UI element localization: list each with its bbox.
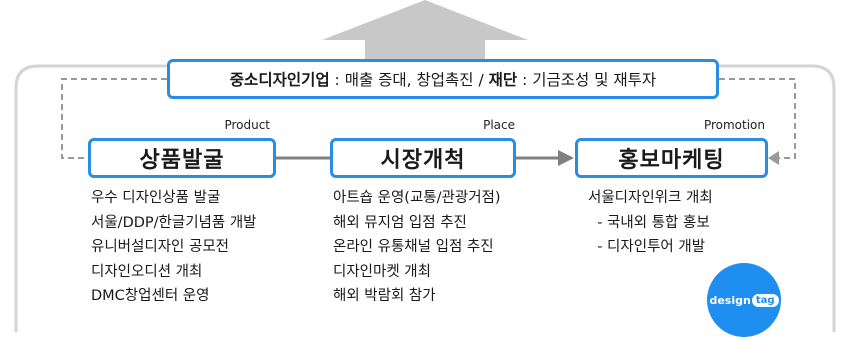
goal-foundation-text: : 기금조성 및 재투자 bbox=[517, 71, 657, 89]
list-item: 아트숍 운영(교통/관광거점) bbox=[333, 190, 501, 206]
goal-box: 중소디자인기업 : 매출 증대, 창업촉진 / 재단 : 기금조성 및 재투자 bbox=[167, 59, 719, 99]
list-item: 디자인마켓 개최 bbox=[333, 263, 431, 280]
stage-label-product: Product bbox=[224, 118, 270, 132]
up-arrow bbox=[322, 0, 528, 70]
stage-label-promotion: Promotion bbox=[703, 118, 765, 132]
list-item: 서울디자인위크 개최 bbox=[588, 190, 713, 206]
feedback-loop-left bbox=[61, 78, 167, 159]
list-item: 온라인 유통채널 입점 추진 bbox=[333, 239, 494, 255]
stage-box-promotion: 홍보마케팅 bbox=[575, 138, 768, 178]
list-item: 디자인오디션 개최 bbox=[91, 263, 203, 280]
goal-sme-label: 중소디자인기업 bbox=[229, 71, 330, 89]
list-item: 서울/DDP/한글기념품 개발 bbox=[91, 214, 257, 231]
list-item: - 국내외 통합 홍보 bbox=[588, 214, 710, 231]
logo-tag: tag bbox=[751, 293, 779, 307]
goal-foundation-label: 재단 bbox=[488, 71, 518, 89]
stage-items-promotion: 서울디자인위크 개최 - 국내외 통합 홍보 - 디자인투어 개발 bbox=[588, 186, 713, 260]
feedback-arrowhead bbox=[768, 151, 779, 165]
list-item: 우수 디자인상품 발굴 bbox=[91, 190, 221, 206]
feedback-loop-right bbox=[719, 78, 796, 159]
stage-label-place: Place bbox=[483, 118, 515, 132]
stage-box-product: 상품발굴 bbox=[88, 138, 276, 178]
stage-items-place: 아트숍 운영(교통/관광거점) 해외 뮤지엄 입점 추진 온라인 유통채널 입점… bbox=[333, 186, 501, 309]
logo-text: design bbox=[709, 293, 751, 307]
stage-box-place: 시장개척 bbox=[330, 138, 516, 178]
list-item: DMC창업센터 운영 bbox=[91, 288, 210, 304]
list-item: 유니버설디자인 공모전 bbox=[91, 239, 230, 255]
stage-items-product: 우수 디자인상품 발굴 서울/DDP/한글기념품 개발 유니버설디자인 공모전 … bbox=[91, 186, 257, 309]
connector-2-arrowhead bbox=[558, 150, 574, 166]
goal-sme-text: : 매출 증대, 창업촉진 / bbox=[329, 71, 489, 89]
list-item: - 디자인투어 개발 bbox=[588, 239, 706, 255]
list-item: 해외 박람회 참가 bbox=[333, 288, 436, 304]
list-item: 해외 뮤지엄 입점 추진 bbox=[333, 214, 467, 231]
